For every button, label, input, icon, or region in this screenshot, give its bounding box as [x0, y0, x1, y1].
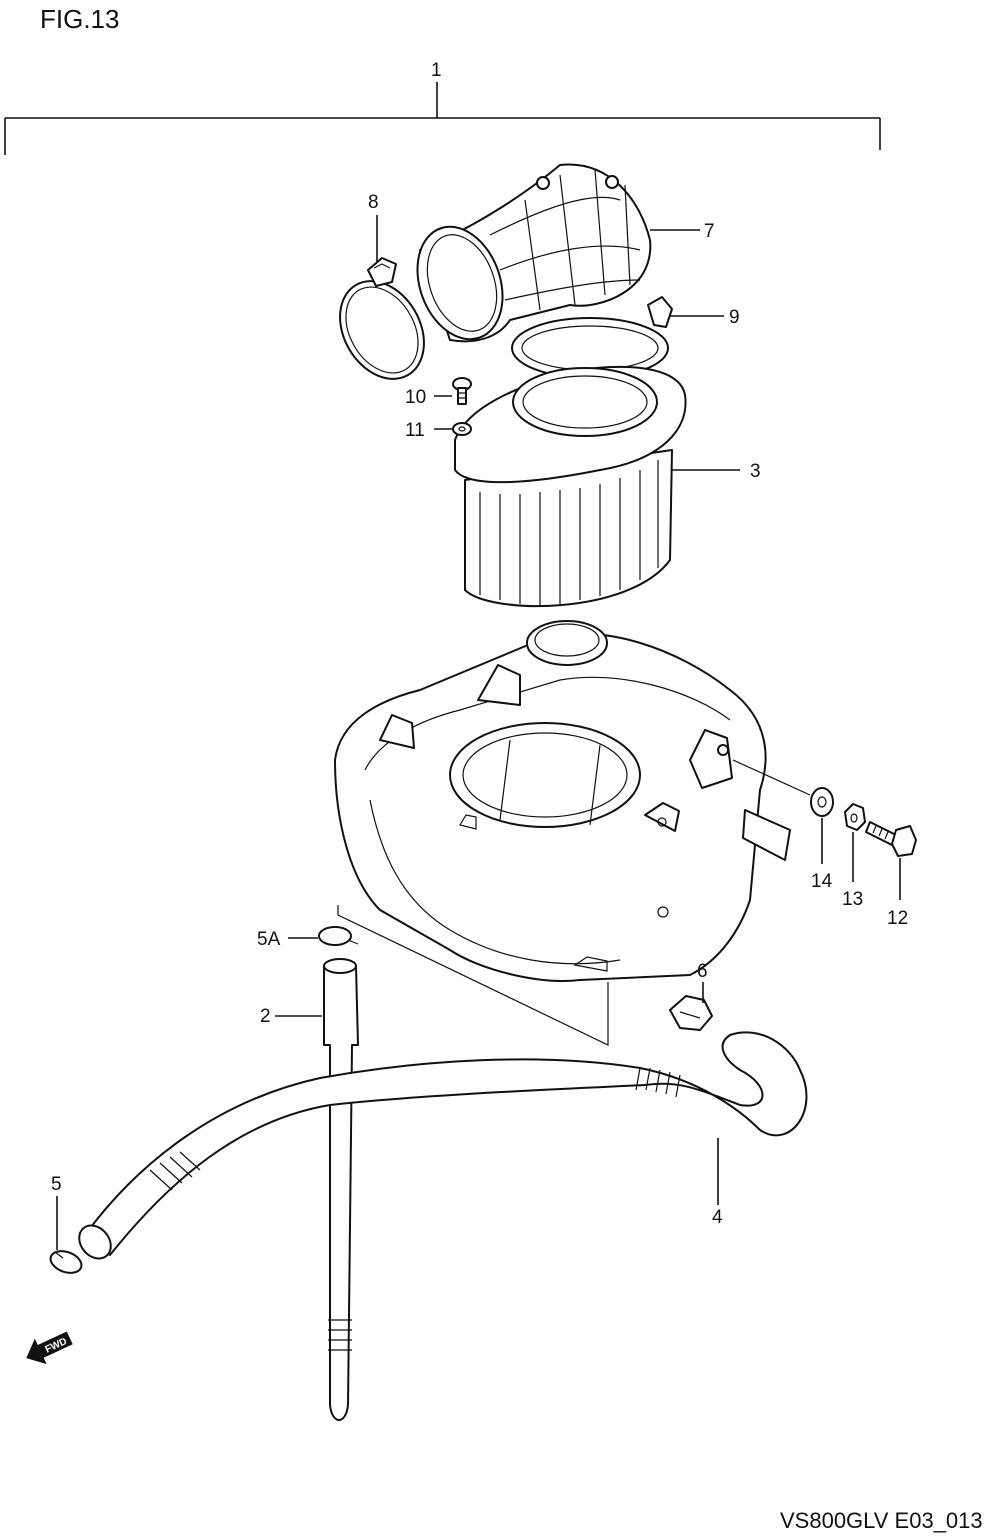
figure-title: FIG.13 — [40, 4, 119, 34]
callout-12: 12 — [887, 908, 908, 929]
callout-5A: 5A — [257, 929, 281, 950]
part-5-clip[interactable] — [48, 1247, 85, 1277]
part-8-clamp[interactable] — [323, 257, 441, 394]
callout-8: 8 — [368, 192, 379, 213]
callout-2: 2 — [260, 1006, 271, 1027]
air-cleaner-case[interactable] — [334, 620, 791, 982]
part-5A-clip[interactable] — [318, 926, 359, 946]
part-4-breather-hose[interactable] — [73, 1031, 808, 1264]
callout-11: 11 — [405, 420, 425, 441]
forward-arrow-icon: FWD — [26, 1331, 73, 1365]
fwd-label: FWD — [44, 1336, 69, 1356]
reference-lines — [337, 905, 609, 1046]
part-11-washer[interactable] — [452, 422, 472, 436]
part-14-washer[interactable] — [810, 787, 834, 817]
part-10-screw[interactable] — [452, 377, 472, 405]
part-7-intake-boot[interactable] — [403, 163, 652, 352]
part-3-air-filter[interactable] — [454, 365, 687, 607]
callout-5: 5 — [51, 1174, 62, 1195]
callout-7: 7 — [704, 221, 715, 242]
assembly-bracket — [4, 82, 881, 155]
callout-3: 3 — [750, 461, 761, 482]
callout-6: 6 — [697, 961, 708, 982]
callout-4: 4 — [712, 1207, 723, 1228]
callout-14: 14 — [811, 871, 833, 892]
part-13-nut[interactable] — [844, 803, 866, 831]
callout-1: 1 — [431, 60, 442, 81]
callout-9: 9 — [729, 307, 740, 328]
part-6-hose-clamp[interactable] — [669, 995, 713, 1031]
callout-10: 10 — [405, 387, 426, 408]
part-2-drain-tube[interactable] — [323, 958, 359, 1421]
drawing-code: VS800GLV E03_013 — [780, 1508, 983, 1533]
callout-13: 13 — [842, 889, 863, 910]
part-12-bolt[interactable] — [865, 821, 917, 857]
